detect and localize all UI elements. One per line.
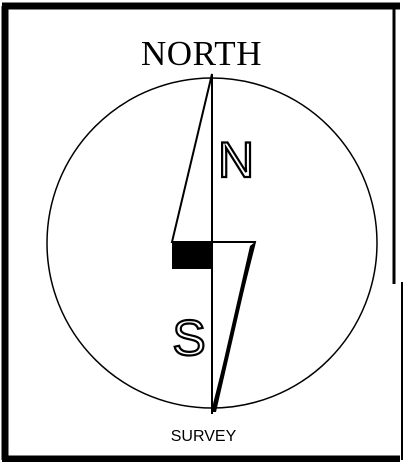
south-letter: S: [172, 310, 205, 366]
diagram-caption: SURVEY: [0, 427, 403, 447]
diagram-title: NORTH: [0, 34, 403, 74]
north-letter: N: [218, 132, 254, 188]
